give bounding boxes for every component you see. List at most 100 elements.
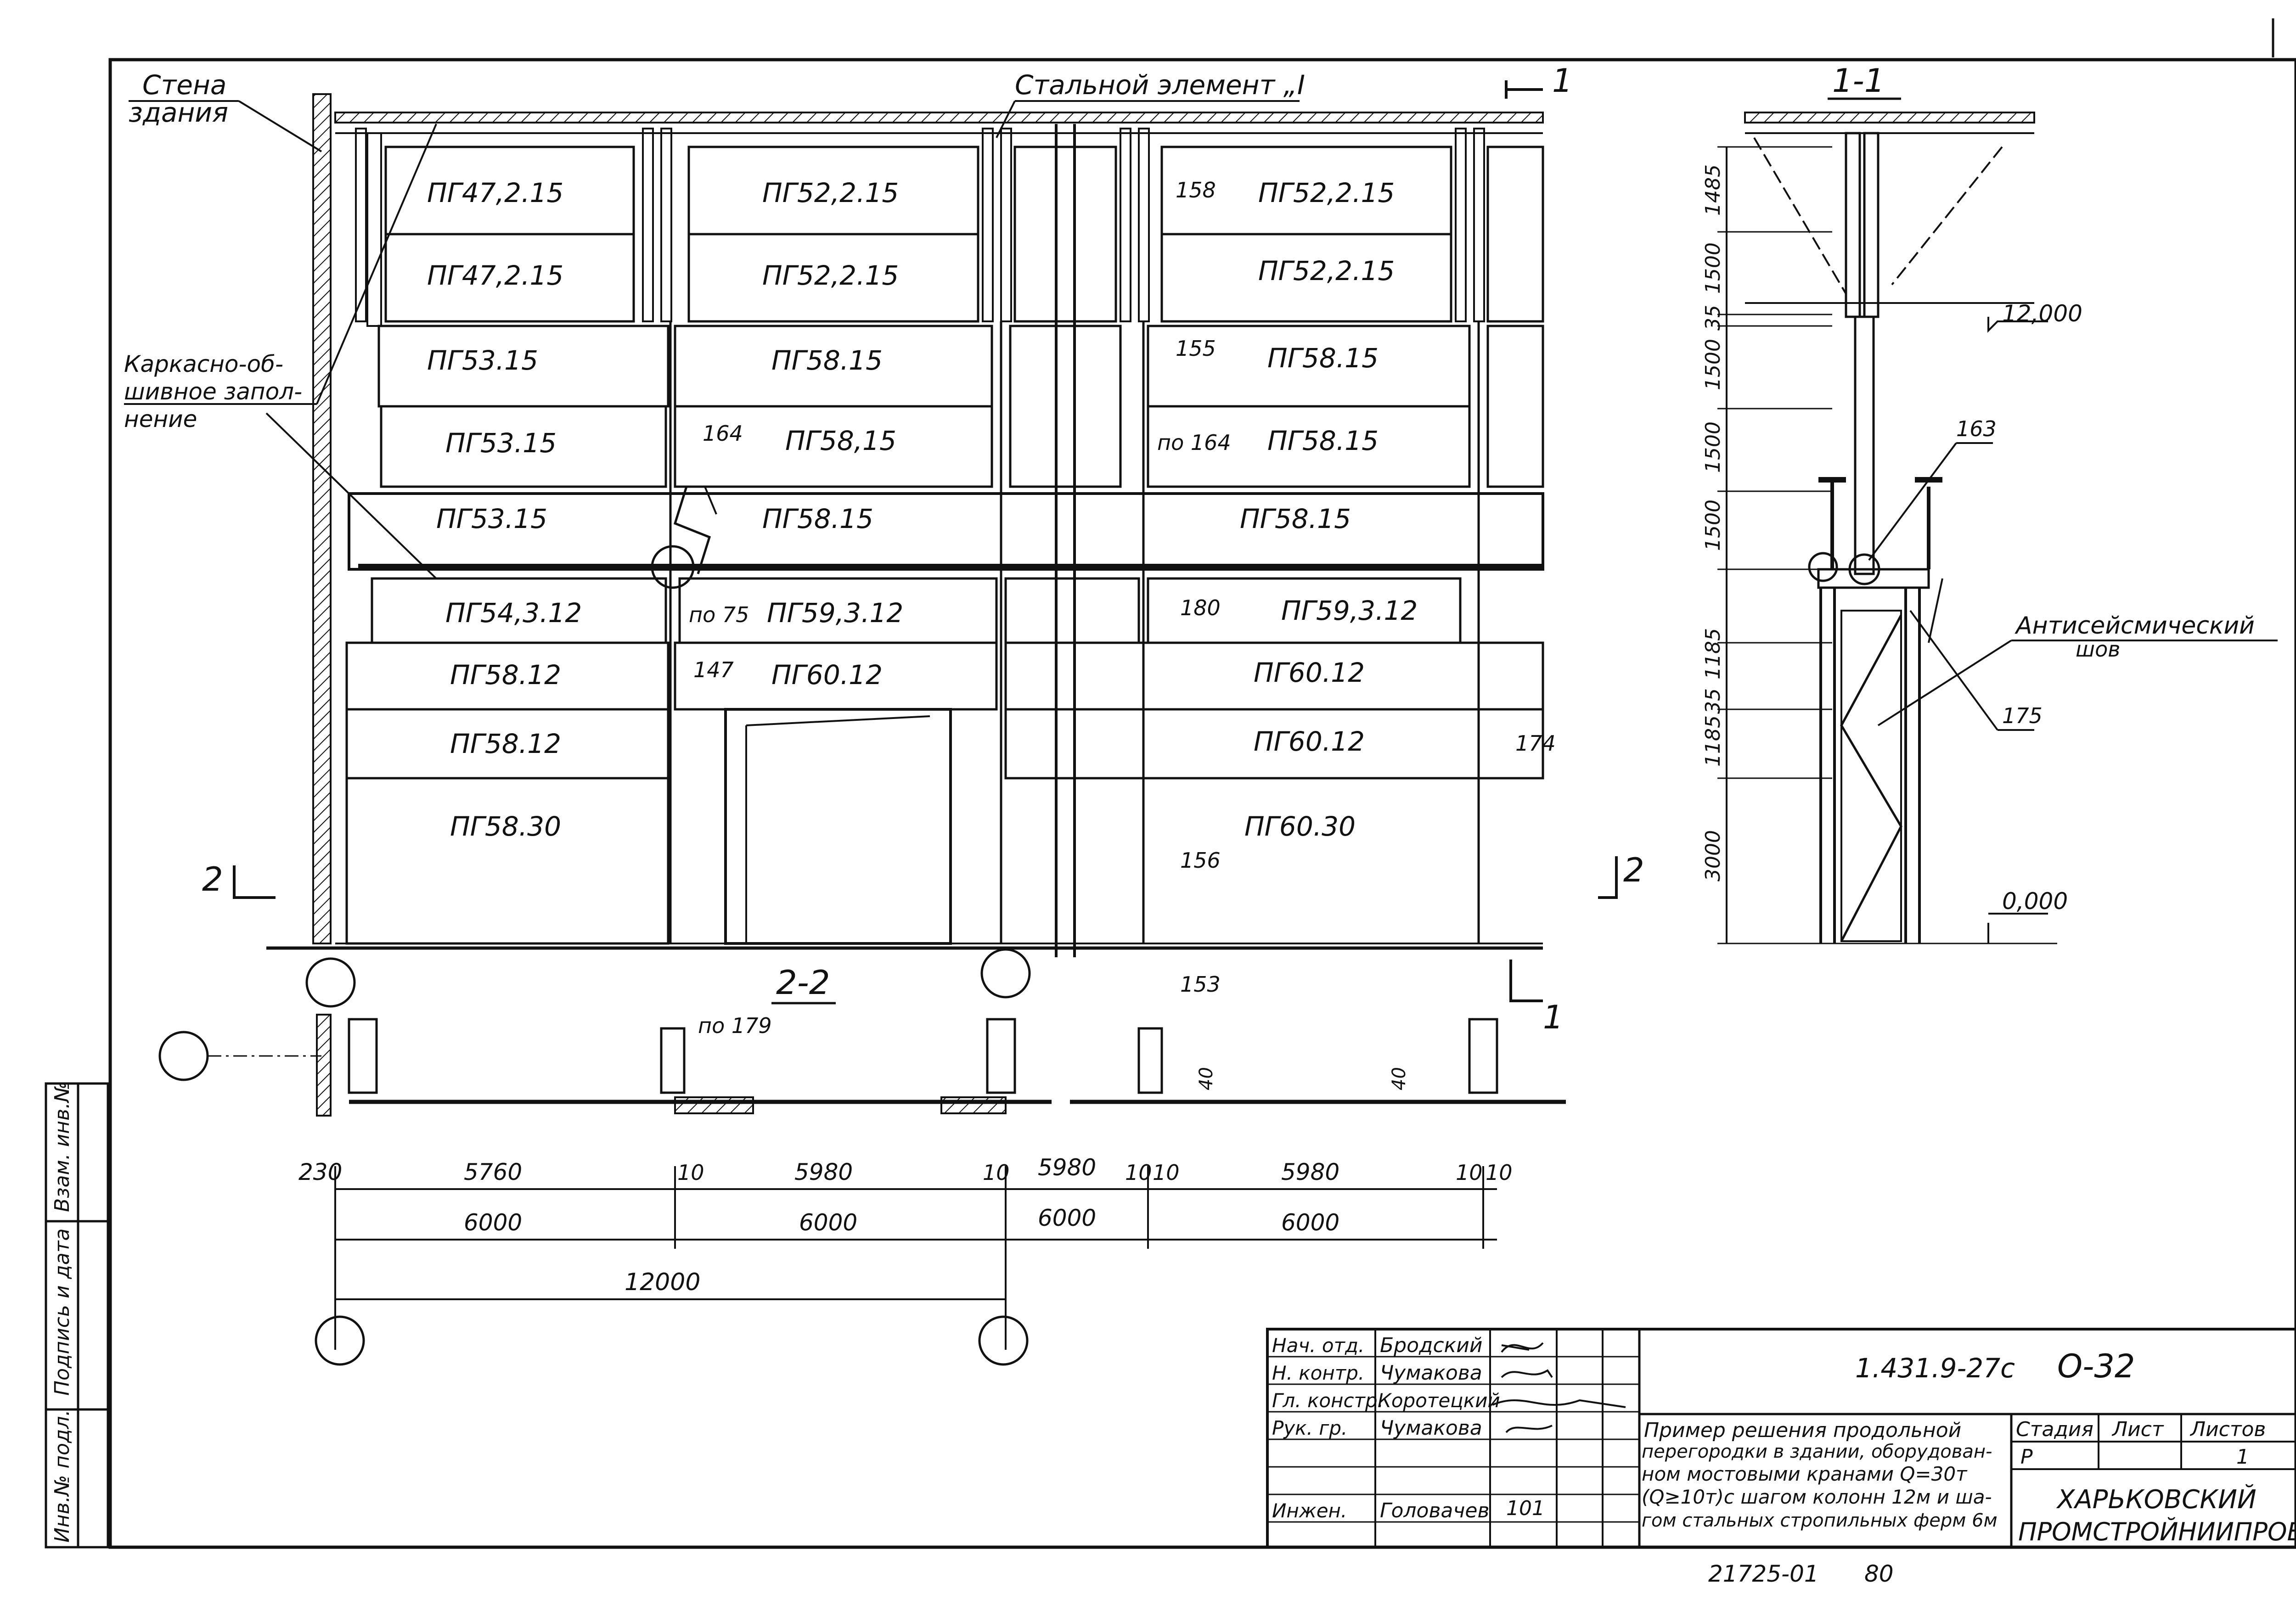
side-label-inv: Инв.№ подл. xyxy=(51,1409,74,1543)
node-label: 147 xyxy=(693,657,734,682)
panel-label: ПГ53.15 xyxy=(445,427,557,459)
sheets-header: Листов xyxy=(2189,1418,2266,1441)
panel-label: ПГ58.15 xyxy=(771,345,883,376)
stamp-role: Рук. гр. xyxy=(1272,1417,1347,1439)
building-wall xyxy=(312,93,332,944)
callouts: Стена здания Стальной элемент „I Каркасн… xyxy=(124,62,1644,1036)
dim-label: 5980 xyxy=(1038,1154,1096,1181)
dim-label: 5980 xyxy=(1281,1159,1339,1185)
node-label: 158 xyxy=(1176,178,1216,202)
panel-label: ПГ58.15 xyxy=(1267,342,1379,374)
dim-label: 1185 xyxy=(1701,628,1725,679)
bottom-code: 21725-01 xyxy=(1708,1561,1819,1587)
node-label: 155 xyxy=(1176,336,1216,361)
stamp-name: Чумакова xyxy=(1380,1361,1482,1385)
stamp-signature-text: 101 xyxy=(1506,1497,1545,1520)
dim-label: 10 xyxy=(677,1160,704,1185)
title-line: (Q≥10т)с шагом колонн 12м и ша- xyxy=(1642,1486,1992,1508)
steel-element-label: Стальной элемент „I xyxy=(1015,69,1305,101)
section-view: 1-1 xyxy=(1701,62,2278,944)
panel-label: ПГ58.30 xyxy=(450,811,561,842)
node-label: по 75 xyxy=(689,602,749,627)
panel-label: ПГ47,2.15 xyxy=(427,260,563,291)
sheet-frame: 79 xyxy=(108,18,2296,1549)
section-mark-1-bottom: 1 xyxy=(1543,999,1564,1036)
panel-label: ПГ58.15 xyxy=(762,503,873,534)
elevation-view: ПГ47,2.15 ПГ52,2.15 ПГ52,2.15 ПГ47,2.15 … xyxy=(124,62,1644,1036)
stamp-name: Головачев xyxy=(1380,1499,1489,1522)
dim-label: 40 xyxy=(1389,1067,1410,1090)
panel-labels: ПГ47,2.15 ПГ52,2.15 ПГ52,2.15 ПГ47,2.15 … xyxy=(427,177,1418,842)
panel-label: ПГ59,3.12 xyxy=(767,597,903,629)
section-mark-2-right: 2 xyxy=(1623,851,1644,889)
wall-label: Стена xyxy=(142,69,226,101)
dim-label: 40 xyxy=(1196,1067,1217,1090)
panel-label: ПГ58.12 xyxy=(450,659,561,691)
roof-slab xyxy=(334,112,1544,124)
node-label: 175 xyxy=(2002,703,2043,728)
node-label: 174 xyxy=(1515,731,1556,756)
stamp-name: Коротецкий xyxy=(1378,1389,1500,1412)
stage-value: Р xyxy=(2020,1445,2033,1469)
axis-bubble xyxy=(158,1031,209,1081)
doc-code: 1.431.9-27с xyxy=(1855,1353,2015,1384)
section-mark-1-top: 1 xyxy=(1552,62,1573,100)
panel-grid xyxy=(345,146,1544,945)
panel-label: ПГ60.12 xyxy=(1254,726,1365,757)
sheet-code: О-32 xyxy=(2057,1347,2135,1385)
panel-label: ПГ60.12 xyxy=(771,659,883,691)
wall-label: здания xyxy=(129,97,228,128)
dim-ticks xyxy=(1717,146,2057,944)
dim-label: 3000 xyxy=(1701,830,1725,881)
node-circle xyxy=(651,545,695,589)
door-opening xyxy=(724,708,952,945)
frame-fill-label: шивное запол- xyxy=(124,378,302,405)
title-block: Нач. отд. Н. контр. Гл. констр. Рук. гр.… xyxy=(1266,1328,2296,1587)
dim-label: 1185 xyxy=(1701,715,1725,767)
panel-label: ПГ58.15 xyxy=(1267,425,1379,456)
dim-label: 10 xyxy=(983,1160,1010,1185)
node-label: 180 xyxy=(1180,595,1221,620)
stamp-role: Н. контр. xyxy=(1272,1362,1364,1384)
dim-label: 5760 xyxy=(464,1159,522,1185)
dim-label: 6000 xyxy=(464,1209,522,1236)
dim-label: 6000 xyxy=(1281,1209,1339,1236)
dim-label: 6000 xyxy=(799,1209,857,1236)
node-label: 153 xyxy=(1180,972,1221,997)
panel-label: ПГ60.30 xyxy=(1244,811,1356,842)
side-label-sign: Подпись и дата xyxy=(51,1229,74,1396)
dim-label: 12000 xyxy=(625,1269,700,1296)
axis-bubble xyxy=(980,948,1031,999)
dim-label: 10 xyxy=(1486,1160,1513,1185)
stamp-name: Бродский xyxy=(1380,1334,1482,1357)
sheet-header: Лист xyxy=(2111,1418,2164,1441)
axis-bubble xyxy=(978,1315,1029,1366)
dim-label: 1500 xyxy=(1701,421,1725,473)
antiseismic-label: Антисейсмический xyxy=(2015,612,2255,640)
panel-label: ПГ52,2.15 xyxy=(762,260,899,291)
frame-fill-label: Каркасно-об- xyxy=(124,351,283,377)
dim-label: 1500 xyxy=(1701,500,1725,551)
panel-label: ПГ52,2.15 xyxy=(1258,177,1395,208)
panel-label: ПГ53.15 xyxy=(427,345,538,376)
dim-label: 10 xyxy=(1153,1160,1180,1185)
dim-label: 230 xyxy=(298,1159,342,1185)
panel-label: ПГ58.15 xyxy=(1240,503,1351,534)
dim-label: 1500 xyxy=(1701,242,1725,294)
stamp-name: Чумакова xyxy=(1380,1416,1482,1440)
panel-label: ПГ52,2.15 xyxy=(1258,255,1395,286)
panel-label: ПГ54,3.12 xyxy=(445,597,582,629)
dim-label: 10 xyxy=(1125,1160,1152,1185)
node-label: 163 xyxy=(1956,416,1997,441)
columns xyxy=(355,124,1485,957)
stamp-role: Нач. отд. xyxy=(1272,1334,1364,1357)
axis-bubble xyxy=(305,957,356,1008)
panel-label: ПГ60.12 xyxy=(1254,657,1365,688)
dim-label: 1485 xyxy=(1701,164,1725,216)
title-line: перегородки в здании, оборудован- xyxy=(1642,1441,1992,1462)
dim-label: 35 xyxy=(1701,305,1725,331)
node-label: по 179 xyxy=(698,1013,772,1038)
sheets-value: 1 xyxy=(2236,1445,2249,1469)
title-line: Пример решения продольной xyxy=(1644,1419,1961,1442)
